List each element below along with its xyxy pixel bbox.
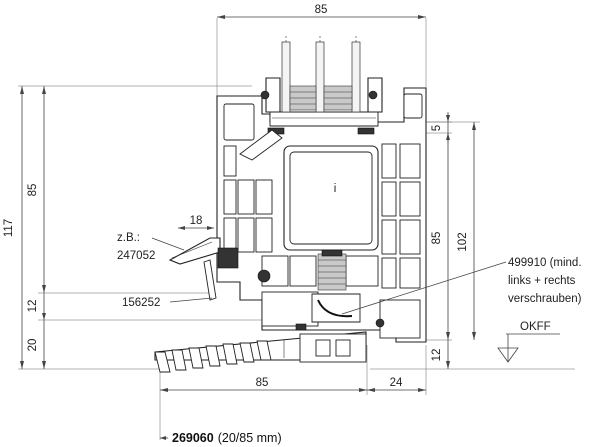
bottom-dimensions: 85 24 [159,345,427,440]
top-dimension: 85 [216,4,427,96]
right-85-label: 85 [431,232,443,245]
example-line1: z.B.: [117,232,140,244]
part-499910-line2: links + rechts [508,275,576,287]
left-mid-label: 12 [27,300,39,313]
right-dimensions: 5 85 102 12 [370,112,575,370]
part-499910: 499910 (mind. links + rechts verschraube… [341,257,582,315]
part-499910-line3: verschrauben) [508,293,582,305]
okff-label: OKFF [520,321,551,333]
left-upper-label: 85 [27,184,39,197]
frame-profile: i [216,77,427,343]
bottom-85-label: 85 [256,377,269,389]
left-low-label: 20 [27,339,39,352]
bead-247052: 18 z.B.: 247052 [117,215,239,301]
bottom-24-label: 24 [390,377,403,389]
profile-caption-text: 269060 (20/85 mm) [172,431,282,445]
okff-marker: OKFF [497,321,560,363]
glass-pane [281,36,361,113]
part-156252: 156252 [122,297,213,309]
left-total-label: 117 [3,219,15,237]
right-12-label: 12 [431,349,443,362]
part-499910-line1: 499910 (mind. [508,257,582,269]
part-156252-label: 156252 [122,297,160,309]
profile-spec: (20/85 mm) [218,431,282,445]
example-line2: 247052 [117,250,155,262]
profile-number: 269060 [172,431,214,445]
top-width-label: 85 [315,4,328,16]
right-102-label: 102 [457,232,469,251]
bottom-sill [154,323,367,373]
profile-caption: 269060 (20/85 mm) [172,431,282,445]
leader-18-label: 18 [190,215,203,227]
gap-5-label: 5 [431,125,443,131]
inner-i-label: i [334,183,337,195]
